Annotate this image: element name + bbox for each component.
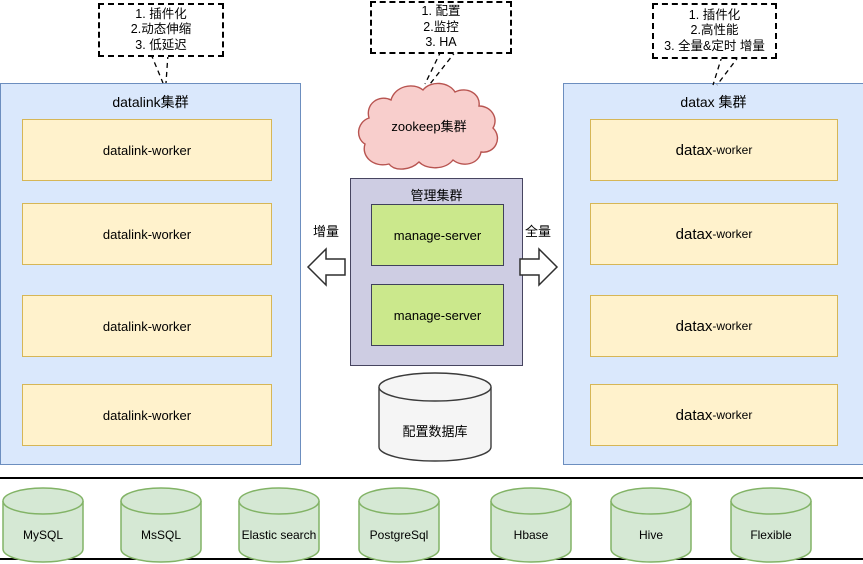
callout-zookeeper-notes: 1. 配置 2.监控 3. HA bbox=[370, 1, 512, 54]
datasource-cylinder-elasticsearch: Elastic search bbox=[237, 486, 321, 564]
datalink-worker-box: datalink-worker bbox=[22, 119, 272, 181]
callout-datalink-notes: 1. 插件化 2.动态伸缩 3. 低延迟 bbox=[98, 3, 224, 57]
cylinder-shape-icon bbox=[238, 487, 320, 563]
datax-worker-label-suffix: -worker bbox=[712, 227, 753, 241]
separator-line-bottom bbox=[0, 558, 863, 560]
datax-worker-label-main: datax bbox=[675, 317, 713, 335]
datax-worker-label-main: datax bbox=[675, 141, 713, 159]
management-cluster: 管理集群 manage-server manage-server bbox=[350, 178, 523, 366]
callout-line: 2.动态伸缩 bbox=[130, 22, 192, 37]
cylinder-shape-icon bbox=[2, 487, 84, 563]
callout-line: 1. 配置 bbox=[421, 4, 461, 19]
datasource-cylinder-postgresql: PostgreSql bbox=[357, 486, 441, 564]
datalink-worker-box: datalink-worker bbox=[22, 203, 272, 265]
callout-line: 2.监控 bbox=[423, 19, 459, 34]
full-flow-label: 全量 bbox=[524, 224, 551, 239]
datalink-cluster: datalink集群 datalink-worker datalink-work… bbox=[0, 83, 301, 465]
config-database-label: 配置数据库 bbox=[402, 424, 468, 439]
datasource-cylinder-mssql: MsSQL bbox=[119, 486, 203, 564]
zookeeper-cloud: zookeep集群 bbox=[355, 80, 503, 172]
cylinder-shape-icon bbox=[358, 487, 440, 563]
datasource-label: MySQL bbox=[22, 528, 63, 542]
datasource-label: Flexible bbox=[750, 528, 792, 542]
incremental-flow-label: 增量 bbox=[312, 224, 339, 239]
datax-worker-label-suffix: -worker bbox=[712, 143, 753, 157]
cylinder-shape-icon bbox=[490, 487, 572, 563]
management-cluster-title: 管理集群 bbox=[410, 188, 463, 203]
manage-server-box: manage-server bbox=[371, 284, 504, 346]
cylinder-shape-icon bbox=[378, 372, 492, 462]
cylinder-shape-icon bbox=[120, 487, 202, 563]
datasource-label: MsSQL bbox=[140, 528, 181, 542]
datax-worker-label-main: datax bbox=[675, 406, 713, 424]
datax-worker-box: datax-worker bbox=[590, 203, 838, 265]
cloud-shape-icon bbox=[358, 82, 499, 170]
datalink-worker-box: datalink-worker bbox=[22, 384, 272, 446]
datasource-label: PostgreSql bbox=[369, 528, 429, 542]
manage-server-box: manage-server bbox=[371, 204, 504, 266]
datasource-label: Hbase bbox=[513, 528, 549, 542]
datax-worker-box: datax-worker bbox=[590, 384, 838, 446]
callout-line: 3. HA bbox=[425, 35, 457, 50]
datax-worker-box: datax-worker bbox=[590, 119, 838, 181]
separator-line-top bbox=[0, 477, 863, 479]
callout-datax-notes: 1. 插件化 2.高性能 3. 全量&定时 增量 bbox=[652, 3, 777, 59]
datasource-label: Elastic search bbox=[241, 528, 317, 542]
datasource-label: Hive bbox=[638, 528, 663, 542]
cylinder-shape-icon bbox=[610, 487, 692, 563]
datasource-cylinder-flexible: Flexible bbox=[729, 486, 813, 564]
callout-line: 3. 全量&定时 增量 bbox=[664, 38, 765, 53]
incremental-flow-arrow-icon bbox=[306, 247, 346, 287]
zookeeper-cloud-label: zookeep集群 bbox=[391, 119, 467, 134]
datax-worker-label-suffix: -worker bbox=[712, 408, 753, 422]
cylinder-shape-icon bbox=[730, 487, 812, 563]
callout-line: 1. 插件化 bbox=[135, 6, 187, 21]
datasource-cylinder-mysql: MySQL bbox=[1, 486, 85, 564]
callout-line: 1. 插件化 bbox=[688, 7, 741, 22]
datax-cluster: datax 集群 datax-worker datax-worker datax… bbox=[563, 83, 863, 465]
datax-worker-label-suffix: -worker bbox=[712, 319, 753, 333]
full-flow-arrow-icon bbox=[519, 247, 559, 287]
config-database-cylinder: 配置数据库 bbox=[377, 371, 493, 463]
callout-line: 2.高性能 bbox=[690, 23, 739, 38]
datalink-worker-box: datalink-worker bbox=[22, 295, 272, 357]
callout-line: 3. 低延迟 bbox=[135, 37, 187, 52]
datasource-cylinder-hbase: Hbase bbox=[489, 486, 573, 564]
datalink-cluster-title: datalink集群 bbox=[112, 94, 189, 110]
datax-cluster-title: datax 集群 bbox=[680, 94, 747, 110]
datax-worker-box: datax-worker bbox=[590, 295, 838, 357]
datasource-cylinder-hive: Hive bbox=[609, 486, 693, 564]
datax-worker-label-main: datax bbox=[675, 225, 713, 243]
